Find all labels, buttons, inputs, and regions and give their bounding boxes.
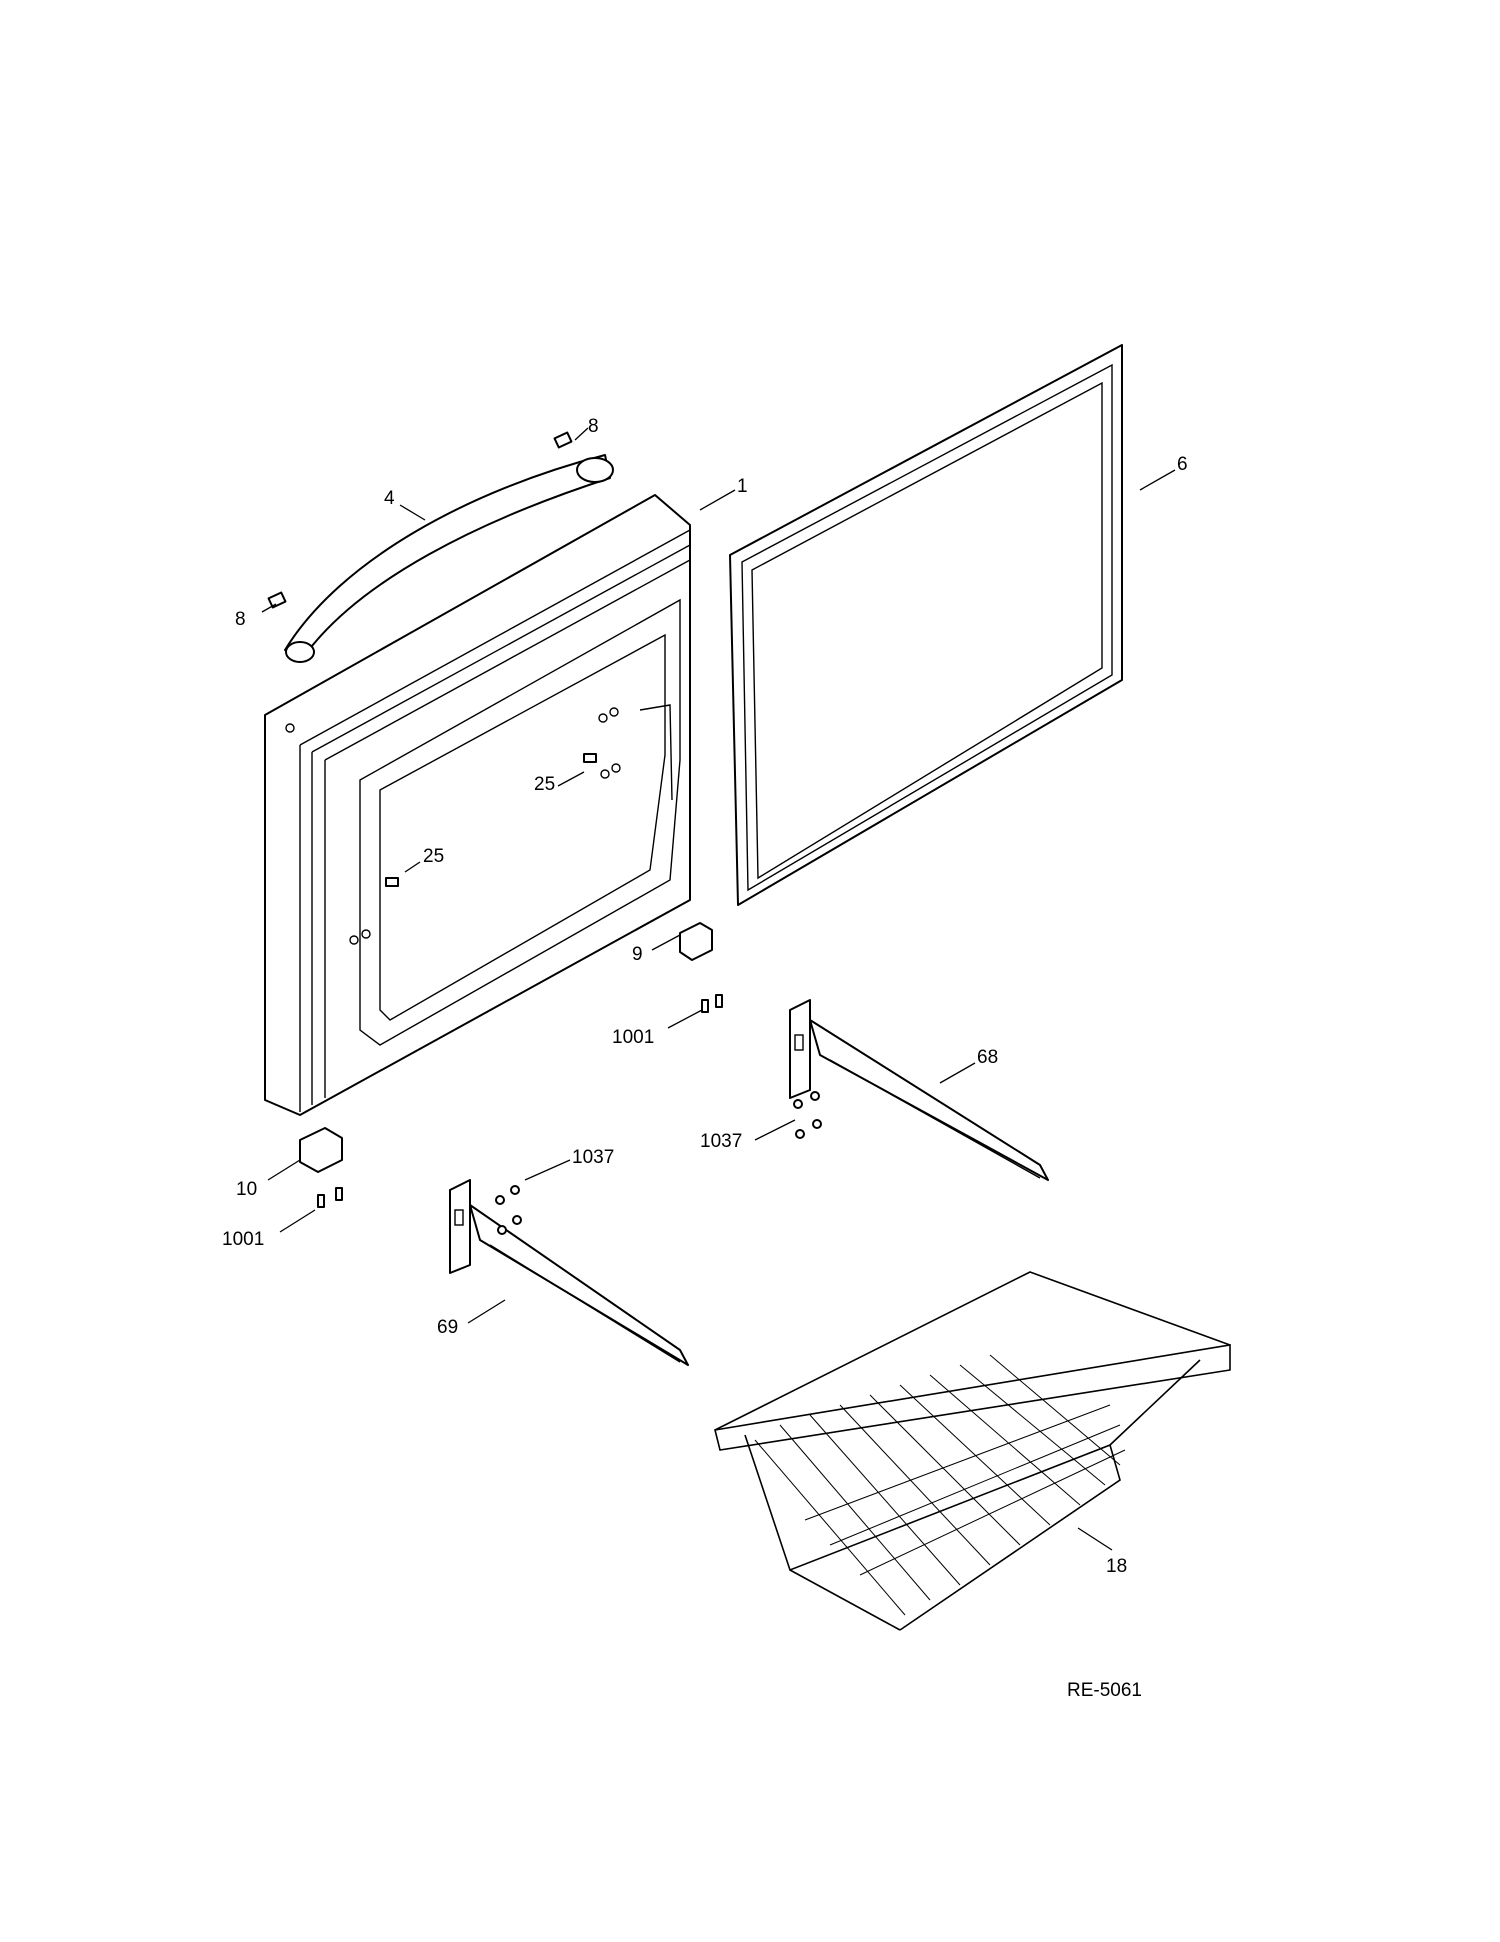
callout-25-upper: 25: [534, 774, 555, 795]
door-clip-upper: [583, 753, 597, 763]
callout-10: 10: [236, 1179, 257, 1200]
callout-18: 18: [1106, 1556, 1127, 1577]
door-clip-lower: [385, 877, 399, 887]
callout-1001-right: 1001: [612, 1027, 654, 1048]
handle-screw-left: [267, 591, 287, 609]
freezer-door: [264, 494, 691, 1116]
callout-68: 68: [977, 1047, 998, 1068]
screw-1001-right: [701, 994, 723, 1013]
screws-1037-left: [495, 1185, 522, 1235]
callout-1037-left: 1037: [572, 1147, 614, 1168]
door-handle: [284, 454, 614, 663]
callout-69: 69: [437, 1317, 458, 1338]
hinge-cover-right: [679, 922, 713, 961]
callout-8-top: 8: [588, 416, 599, 437]
screw-1001-left: [317, 1187, 343, 1208]
callout-4: 4: [384, 488, 395, 509]
hinge-cover-left: [299, 1127, 343, 1173]
callout-8-left: 8: [235, 609, 246, 630]
diagram-code: RE-5061: [1067, 1680, 1142, 1701]
slide-rail-right: [789, 999, 1049, 1181]
callout-1: 1: [737, 476, 748, 497]
callout-6: 6: [1177, 454, 1188, 475]
wire-basket: [714, 1271, 1231, 1631]
callout-25-lower: 25: [423, 846, 444, 867]
handle-screw-top: [553, 431, 573, 449]
callout-9: 9: [632, 944, 643, 965]
screws-1037-right: [793, 1091, 822, 1139]
leader-lines: [261, 427, 1176, 1551]
callout-1001-left: 1001: [222, 1229, 264, 1250]
door-gasket: [729, 344, 1123, 906]
slide-rail-left: [449, 1179, 689, 1366]
callout-1037-right: 1037: [700, 1131, 742, 1152]
